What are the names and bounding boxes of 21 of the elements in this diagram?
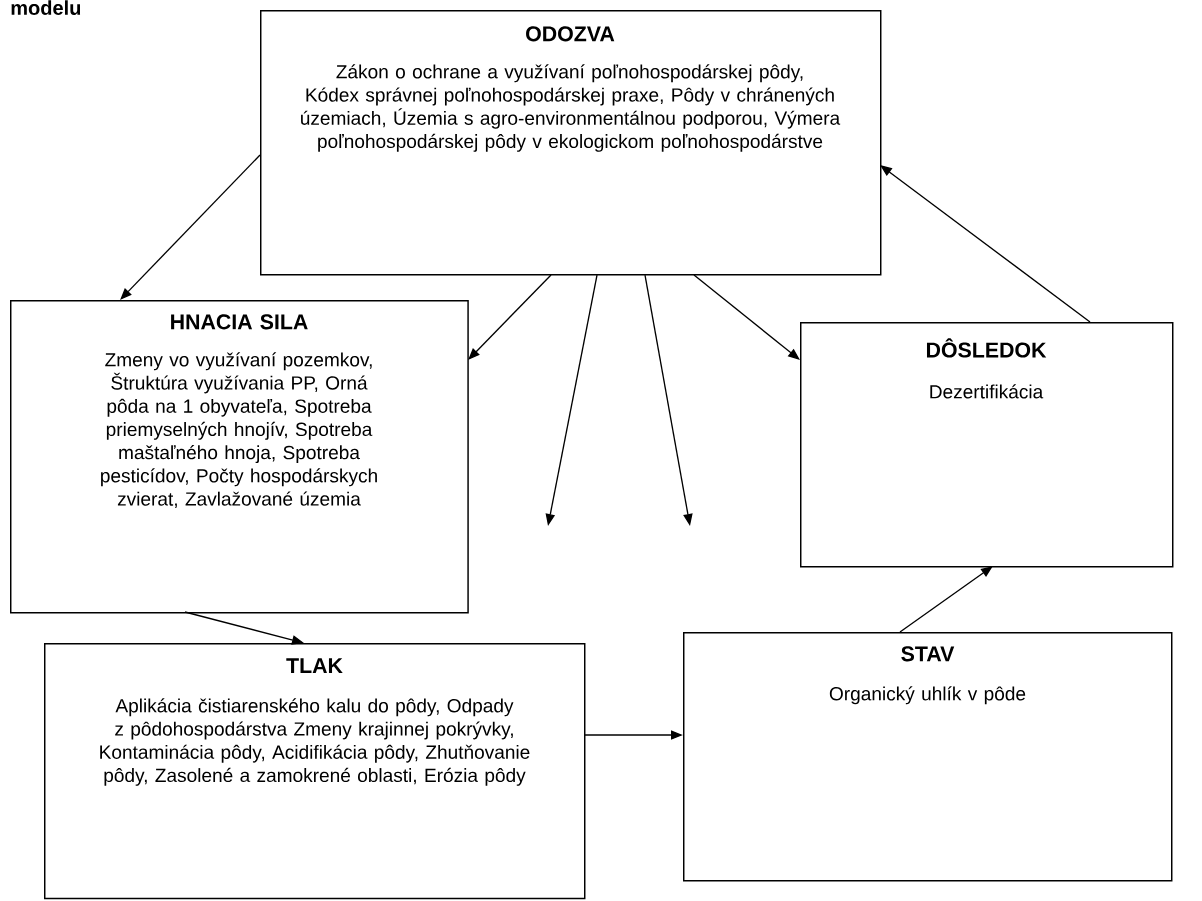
box-heading: HNACIA SILA bbox=[171, 314, 308, 330]
box-heading: STAV bbox=[901, 646, 955, 662]
box-heading: DÔSLEDOK bbox=[927, 338, 1047, 358]
text-box bbox=[800, 322, 1174, 568]
arrow bbox=[880, 165, 1091, 323]
arrow bbox=[120, 154, 261, 300]
arrow bbox=[468, 274, 552, 360]
text-box bbox=[683, 632, 1173, 882]
text-box bbox=[10, 300, 469, 614]
box-heading: ODOZVA bbox=[526, 26, 615, 42]
caption-text: modelu bbox=[11, 0, 81, 15]
arrow bbox=[899, 566, 993, 633]
box-text: Dezertifikácia bbox=[930, 384, 1044, 399]
text-box bbox=[260, 10, 882, 276]
arrow bbox=[693, 274, 800, 360]
box-text: Organický uhlík v pôde bbox=[829, 686, 1026, 705]
box-text: Zmeny vo využívaní pozemkov, Štruktúra využívania PP, Orná pôda na 1 obyvateľa, Spotreba priemyselných hnojív, Spotreba maštaľného hnoja, Spotreba pesticídov, Počty hospodárskych zvierat, Zavlažované územia bbox=[101, 352, 377, 508]
text-box bbox=[44, 643, 586, 900]
box-heading: TLAK bbox=[286, 658, 343, 673]
box-text: Aplikácia čistiarenského kalu do pôdy, Odpady z pôdohospodárstva Zmeny krajinnej pokrývky, Kontaminácia pôdy, Acidifikácia pôdy, Zhutňovanie pôdy, Zasolené a zamokrené oblasti, Erózia pôdy bbox=[100, 698, 530, 786]
box-text: Zákon o ochrane a využívaní poľnohospodárskej pôdy, Kódex správnej poľnohospodárskej praxe, Pôdy v chránených územiach, Územia s agro-environmentálnou podporou, Výmera poľnohospodárskej pôdy v ekologickom poľnohospodárstve bbox=[301, 64, 841, 152]
